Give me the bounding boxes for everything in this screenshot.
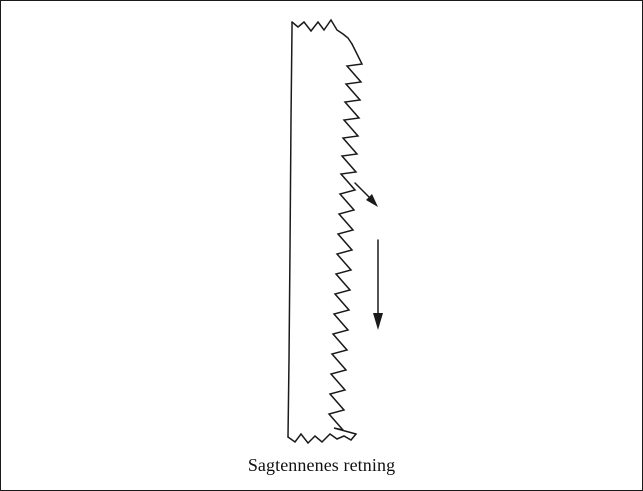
downward-arrow-head [373, 313, 383, 330]
diagonal-arrow-head [366, 194, 378, 207]
blade-bottom-break-line [287, 432, 357, 445]
figure-caption: Sagtennenes retning [247, 455, 396, 475]
saw-teeth-edge [327, 43, 364, 435]
blade-top-break-line [291, 18, 353, 45]
blade-back-edge [287, 21, 293, 438]
